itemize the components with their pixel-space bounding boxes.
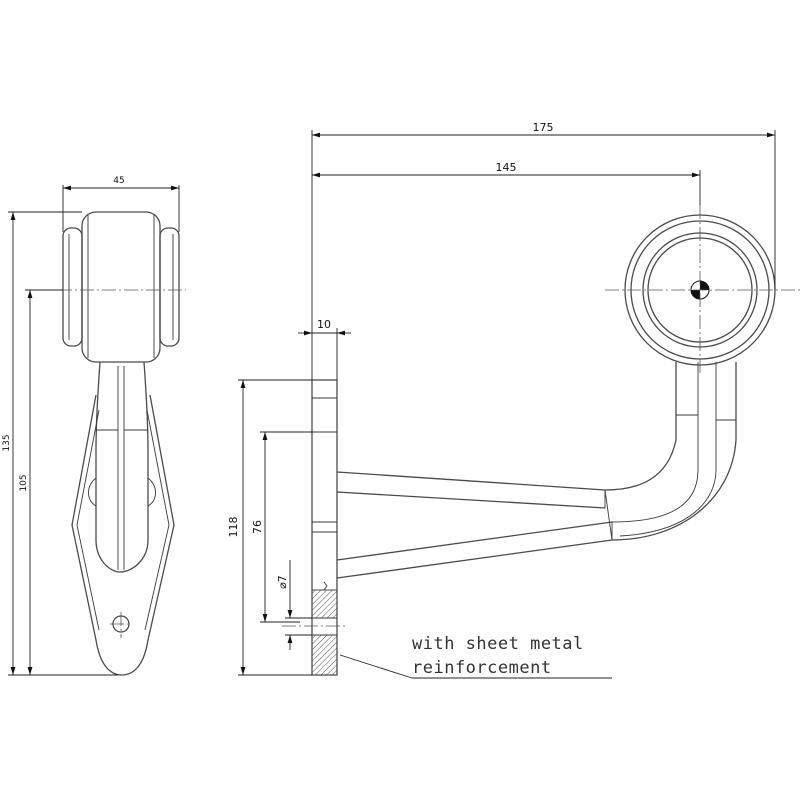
note-line-1: with sheet metal	[412, 634, 584, 654]
side-view	[311, 205, 800, 676]
note-leader: with sheet metal reinforcement	[339, 634, 612, 679]
dim-45-label: 45	[113, 176, 124, 186]
dim-diameter-7-label: ⌀7	[276, 575, 289, 589]
dim-105-label: 105	[19, 474, 29, 491]
arm-lower-edge	[336, 362, 737, 579]
front-view	[58, 211, 186, 676]
dim-118-label: 118	[227, 517, 240, 538]
reinforcement-hatch-bottom	[311, 634, 338, 676]
lamp-lens-right	[159, 227, 180, 347]
dim-45: 45	[62, 176, 180, 232]
dim-76: 76	[251, 431, 312, 623]
note-line-2: reinforcement	[412, 658, 552, 678]
stem-outline	[95, 361, 149, 573]
dim-135: 135	[2, 211, 118, 676]
dim-118: 118	[227, 379, 312, 676]
lamp-lens-left	[62, 227, 83, 347]
dim-diameter-7: ⌀7	[276, 560, 345, 650]
dim-10: 10	[298, 318, 351, 380]
dim-175: 175	[311, 121, 776, 380]
dim-135-label: 135	[2, 434, 12, 451]
dim-10-label: 10	[317, 318, 331, 331]
dim-105: 105	[19, 289, 63, 675]
reinforcement-hatch-top	[311, 589, 338, 619]
dim-145-label: 145	[496, 161, 517, 174]
arm-upper-edge	[336, 362, 677, 491]
dim-76-label: 76	[251, 520, 264, 534]
dim-145: 145	[312, 161, 701, 205]
mount-plate	[311, 379, 338, 676]
base-plate-outline	[71, 394, 175, 676]
dim-175-label: 175	[533, 121, 554, 134]
lamp-head-outline	[81, 211, 161, 363]
